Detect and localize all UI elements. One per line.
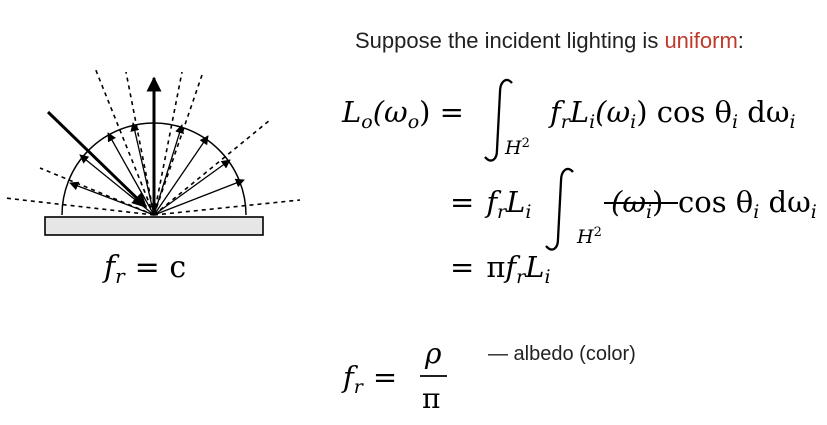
integral-sign-2 — [545, 167, 574, 251]
outgoing-arrows — [69, 122, 245, 216]
equation-line-3: =πfrLi — [450, 250, 551, 288]
integral-sign-1 — [484, 78, 513, 162]
albedo-formula: fr= ρ π — [341, 337, 447, 415]
diagram-label: fr= c — [102, 250, 186, 288]
albedo-denominator: π — [422, 382, 440, 415]
slide-heading: Suppose the incident lighting is uniform… — [355, 28, 744, 54]
brdf-diagram — [4, 67, 301, 236]
svg-text:=frLi: =frLi — [450, 185, 531, 223]
svg-text:frLi(ωi) cos θi dωi: frLi(ωi) cos θi dωi — [548, 95, 796, 133]
svg-text:Lo(ωo) =: Lo(ωo) = — [341, 95, 464, 133]
heading-text: Suppose the incident lighting is — [355, 28, 665, 53]
svg-text:fr=: fr= — [341, 360, 397, 398]
equation-line-2: =frLi H2 (ωi) cos θi dωi — [450, 167, 817, 251]
albedo-note: — albedo (color) — [488, 343, 636, 365]
svg-text:H2: H2 — [504, 136, 530, 159]
heading-highlight: uniform — [664, 28, 738, 53]
incident-ray — [46, 110, 148, 209]
equation-line-1: Lo(ωo) = H2 frLi(ωi) cos θi dωi — [341, 78, 796, 162]
svg-text:H2: H2 — [576, 225, 602, 248]
svg-text:=πfrLi: =πfrLi — [450, 250, 551, 288]
albedo-numerator: ρ — [424, 337, 442, 370]
surface-slab — [44, 216, 264, 236]
svg-text:cos θi dωi: cos θi dωi — [678, 185, 817, 223]
dotted-directions — [4, 67, 301, 216]
heading-colon: : — [737, 28, 744, 53]
